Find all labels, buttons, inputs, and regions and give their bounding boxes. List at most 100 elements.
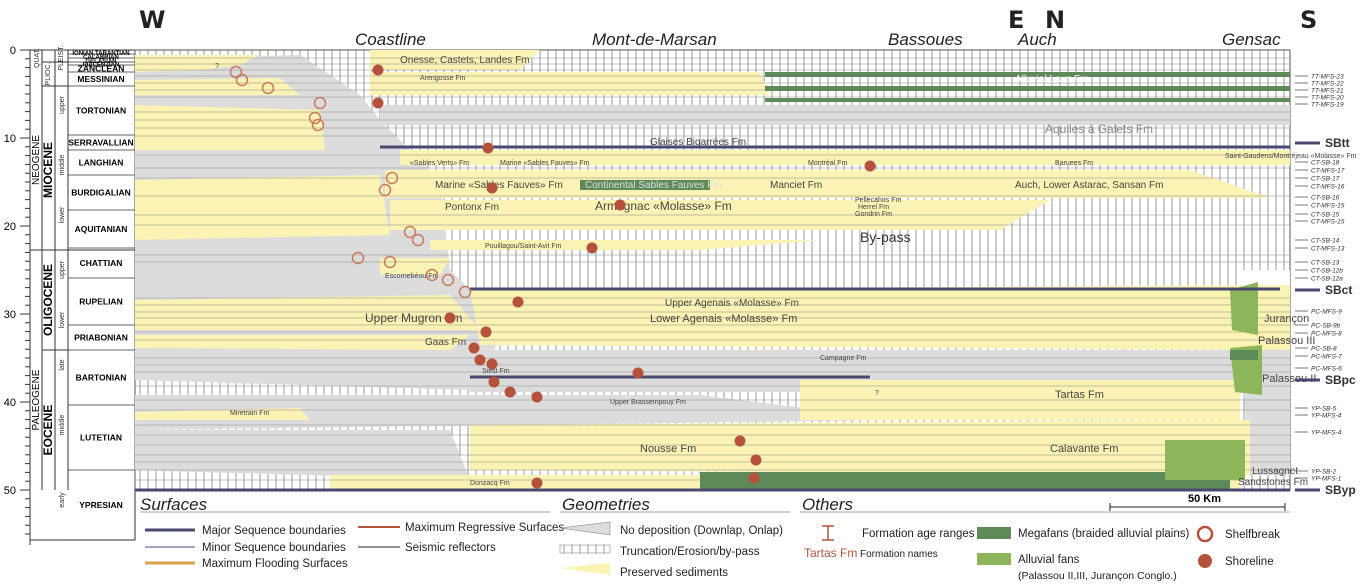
legend-formation-names: Formation names <box>860 549 938 560</box>
sequence-label: CT-SB-15 <box>1311 212 1340 219</box>
question-mark-1: ? <box>215 63 219 70</box>
sequence-label: YP-MFS-4 <box>1311 430 1342 437</box>
sequence-label: PC-MFS-7 <box>1311 354 1342 361</box>
subepoch-lower-oligocene: lower <box>59 311 66 328</box>
age-tick-label: 20 <box>4 221 16 233</box>
stage-label: ZANCLEAN <box>78 64 125 74</box>
legend-surfaces-title: Surfaces <box>140 495 208 514</box>
stage-label: BARTONIAN <box>76 373 127 383</box>
shoreline-marker <box>735 436 746 447</box>
subepoch-middle-miocene: middle <box>59 155 66 176</box>
sequence-label: PC-MFS-6 <box>1311 366 1342 373</box>
sequence-label: CT-SB-12a <box>1311 276 1343 283</box>
sequence-label: TT-MFS-23 <box>1311 74 1344 81</box>
legend-others: Others Formation age ranges Tartas Fm Fo… <box>800 495 1290 582</box>
fm-escornebeou: Escornebéou Fm <box>385 273 438 280</box>
boundary-sbct: SBct <box>1325 283 1352 297</box>
fm-herrel: Herrel Fm <box>858 204 889 211</box>
sequence-label: TT-MFS-21 <box>1311 88 1344 95</box>
epoch-oligocene: OLIGOCENE <box>41 264 55 336</box>
sequence-label: TT-MFS-20 <box>1311 95 1344 102</box>
shoreline-marker <box>483 143 494 154</box>
legend-minor-sb: Minor Sequence boundaries <box>202 542 346 554</box>
age-tick-label: 10 <box>4 133 16 145</box>
shoreline-marker <box>865 161 876 172</box>
legend-geometries-title: Geometries <box>562 495 650 514</box>
fm-campagne: Campagne Fm <box>820 355 866 362</box>
fm-calavante: Calavante Fm <box>1050 443 1118 455</box>
sequence-label: CT-SB-17 <box>1311 176 1340 183</box>
shoreline-marker <box>469 343 480 354</box>
shoreline-marker <box>475 355 486 366</box>
fm-nousse: Nousse Fm <box>640 443 696 455</box>
stage-label: CHATTIAN <box>80 258 123 268</box>
shoreline-marker <box>513 297 524 308</box>
stage-label: LUTETIAN <box>80 433 122 443</box>
fm-upper-agenais: Upper Agenais «Molasse» Fm <box>665 298 799 309</box>
shoreline-marker <box>749 473 760 484</box>
sequence-label: PC-SB-9b <box>1311 323 1341 330</box>
legend-alluvial-fans-note: (Palassou II,III, Jurançon Conglo.) <box>1018 570 1177 582</box>
age-axis: 01020304050 <box>4 45 30 545</box>
sequence-label: PC-SB-8 <box>1311 346 1337 353</box>
stage-label: PRIABONIAN <box>74 333 128 343</box>
fm-onesse: Onesse, Castets, Landes Fm <box>400 55 530 66</box>
shoreline-marker <box>633 368 644 379</box>
shoreline-marker <box>532 478 543 489</box>
shoreline-marker <box>532 392 543 403</box>
boundary-sbpc: SBpc <box>1325 373 1356 387</box>
fm-lower-agenais: Lower Agenais «Molasse» Fm <box>650 313 797 325</box>
sequence-label: YP-MFS-4 <box>1311 413 1342 420</box>
sequence-label: CT-MFS-15 <box>1311 219 1345 226</box>
shoreline-marker <box>489 377 500 388</box>
sequence-label: YP-MFS-1 <box>1311 476 1342 483</box>
stage-label: BURDIGALIAN <box>71 188 131 198</box>
sequence-label: YP-SB-2 <box>1311 469 1337 476</box>
megafan-ypresian <box>700 472 1230 490</box>
fm-marine-fauves-small: Marine «Sables Fauves» Fm <box>500 160 590 167</box>
sequence-label: CT-SB-16 <box>1311 195 1340 202</box>
fm-tartas: Tartas Fm <box>1055 389 1104 401</box>
fm-pontonx: Pontonx Fm <box>445 202 499 213</box>
fm-gondrin: Gondrin Fm <box>855 211 892 218</box>
legend-geometries: Geometries No deposition (Downlap, Onlap… <box>560 495 790 579</box>
stage-label: MESSINIAN <box>77 74 124 84</box>
subepoch-lower-miocene: lower <box>59 206 66 223</box>
legend-megafans: Megafans (braided alluvial plains) <box>1018 528 1189 540</box>
fm-lussagnet-2: Sandstones Fm <box>1238 477 1308 488</box>
legend-no-deposition: No deposition (Downlap, Onlap) <box>620 525 783 537</box>
legend-major-sb: Major Sequence boundaries <box>202 525 346 537</box>
subepoch-early-eocene: early <box>59 492 66 508</box>
shoreline-marker <box>615 200 626 211</box>
legend-tartas-sample: Tartas Fm <box>804 546 857 560</box>
shoreline-marker <box>751 455 762 466</box>
fm-palassou-3: Palassou III <box>1258 335 1315 347</box>
legend-age-ranges: Formation age ranges <box>862 528 975 540</box>
legend-others-title: Others <box>802 495 854 514</box>
sequence-label: CT-SB-12b <box>1311 268 1343 275</box>
sequence-label: CT-MFS-16 <box>1311 184 1345 191</box>
age-tick-label: 0 <box>10 45 16 57</box>
sequence-label: CT-MFS-15 <box>1311 203 1345 210</box>
sequence-labels: TT-MFS-23TT-MFS-22TT-MFS-21TT-MFS-20TT-M… <box>1295 74 1345 483</box>
fm-upper-brassempouy: Upper Brassempouy Fm <box>610 399 686 406</box>
fm-gaas: Gaas Fm <box>425 337 466 348</box>
stage-label: AQUITANIAN <box>75 224 128 234</box>
sequence-label: CT-SB-18 <box>1311 160 1340 167</box>
age-tick-label: 50 <box>4 485 16 497</box>
legend-mrs: Maximum Regressive Surfaces <box>405 522 564 534</box>
fm-montreal: Montréal Fm <box>808 160 847 167</box>
scale-bar: 50 Km <box>1110 493 1285 511</box>
subepoch-late-eocene: late <box>59 359 66 370</box>
fm-manciet: Manciet Fm <box>770 180 822 191</box>
fm-miretrain: Miretrain Fm <box>230 410 269 417</box>
boundary-sbyp: SByp <box>1325 483 1356 497</box>
boundary-sbtt: SBtt <box>1325 136 1350 150</box>
shoreline-marker <box>373 98 384 109</box>
sediments-pliocene-west <box>135 78 300 95</box>
sequence-label: CT-SB-13 <box>1311 260 1340 267</box>
shoreline-marker <box>373 65 384 76</box>
legend-alluvial-fans: Alluvial fans <box>1018 554 1080 566</box>
stage-label: SERRAVALLIAN <box>68 138 133 148</box>
